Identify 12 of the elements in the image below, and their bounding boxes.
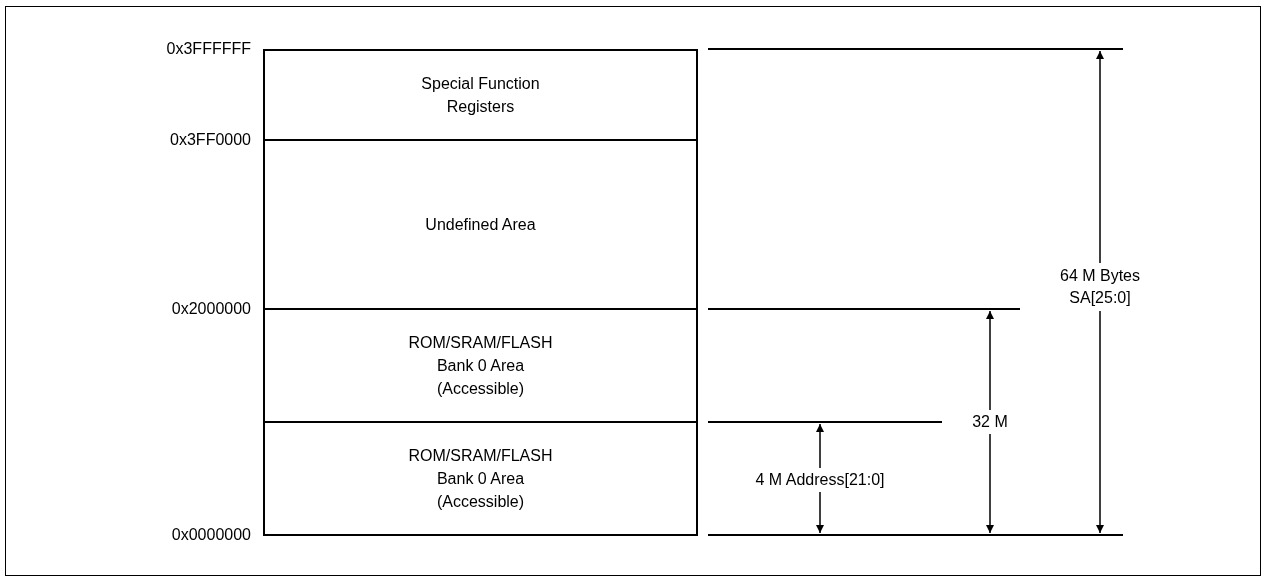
memory-region xyxy=(263,139,698,310)
address-label: 0x3FF0000 xyxy=(170,130,251,150)
memory-region xyxy=(263,421,698,536)
address-label: 0x3FFFFFF xyxy=(166,39,251,59)
memory-region xyxy=(263,49,698,141)
address-label: 0x2000000 xyxy=(171,299,251,319)
region-label: Undefined Area xyxy=(425,215,536,235)
region-label: ROM/SRAM/FLASH Bank 0 Area (Accessible) xyxy=(407,333,554,399)
memory-region xyxy=(263,308,698,423)
region-label: ROM/SRAM/FLASH Bank 0 Area (Accessible) xyxy=(407,446,554,512)
region-label: Special Function Registers xyxy=(420,74,541,117)
address-label: 0x0000000 xyxy=(171,525,251,545)
